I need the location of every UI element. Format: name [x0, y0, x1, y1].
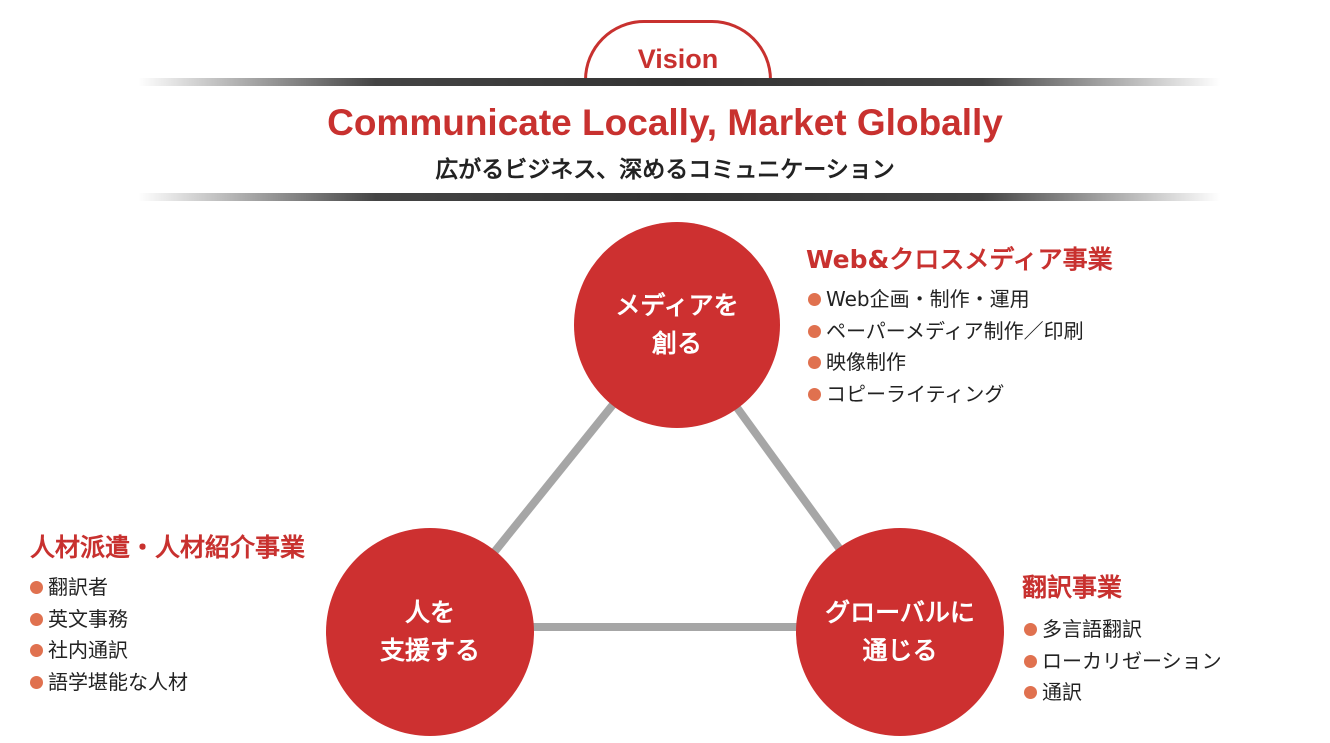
bottom-divider	[138, 193, 1220, 201]
tagline-english: Communicate Locally, Market Globally	[327, 102, 1003, 143]
bullet-dot-icon	[30, 612, 43, 626]
list-item: 語学堪能な人材	[30, 667, 188, 699]
circle-label-line2: 支援する	[379, 636, 480, 665]
bullet-dot-icon	[1024, 686, 1037, 700]
bullet-dot-icon	[1024, 623, 1037, 637]
list-item-text: コピーライティング	[826, 381, 1005, 406]
list-item-text: 多言語翻訳	[1042, 617, 1142, 641]
list-item: 英文事務	[30, 604, 188, 636]
list-item-text: 社内通訳	[48, 638, 128, 662]
bullet-dot-icon	[30, 675, 43, 689]
list-item: コピーライティング	[808, 379, 1084, 411]
circle-label-line1: グローバルに	[825, 598, 975, 627]
vision-label: Vision	[637, 44, 719, 74]
circle-label-line2: 創る	[651, 329, 702, 358]
list-item: 通訳	[1024, 677, 1222, 709]
bullet-dot-icon	[30, 644, 43, 658]
translation-business-list: 多言語翻訳 ローカリゼーション 通訳	[1024, 614, 1222, 709]
web-media-business-title: Web&クロスメディア事業	[806, 245, 1113, 274]
list-item-text: Web企画・制作・運用	[826, 287, 1030, 311]
list-item-text: 翻訳者	[48, 575, 108, 599]
circle-label-line2: 通じる	[862, 636, 938, 665]
list-item: 社内通訳	[30, 635, 188, 667]
circle-label-line1: メディアを	[615, 291, 739, 320]
list-item-text: 通訳	[1042, 680, 1082, 704]
list-item-text: 語学堪能な人材	[48, 669, 188, 694]
bullet-dot-icon	[808, 324, 821, 338]
list-item-text: 映像制作	[826, 350, 906, 374]
web-media-business-list: Web企画・制作・運用 ペーパーメディア制作／印刷 映像制作 コピーライティング	[808, 284, 1084, 410]
list-item: ローカリゼーション	[1024, 646, 1222, 678]
list-item: 多言語翻訳	[1024, 614, 1222, 646]
list-item-text: 英文事務	[48, 606, 128, 631]
list-item: 映像制作	[808, 347, 1084, 379]
list-item-text: ペーパーメディア制作／印刷	[826, 318, 1084, 343]
list-item-text: ローカリゼーション	[1042, 648, 1222, 673]
staffing-business-list: 翻訳者 英文事務 社内通訳 語学堪能な人材	[30, 572, 188, 698]
bullet-dot-icon	[808, 356, 821, 370]
circle-support-people: 人を 支援する	[326, 528, 534, 736]
bullet-dot-icon	[30, 581, 43, 595]
list-item: ペーパーメディア制作／印刷	[808, 316, 1084, 348]
bullet-dot-icon	[1024, 654, 1037, 668]
circle-label-line1: 人を	[404, 598, 455, 627]
bullet-dot-icon	[808, 387, 821, 401]
translation-business-title: 翻訳事業	[1022, 573, 1123, 602]
staffing-business-title: 人材派遣・人材紹介事業	[30, 533, 306, 562]
top-divider	[138, 78, 1220, 86]
list-item: Web企画・制作・運用	[808, 284, 1084, 316]
bullet-dot-icon	[808, 293, 821, 307]
circle-connect-globally: グローバルに 通じる	[796, 528, 1004, 736]
list-item: 翻訳者	[30, 572, 188, 604]
circle-create-media: メディアを 創る	[574, 222, 780, 428]
tagline-japanese: 広がるビジネス、深めるコミュニケーション	[435, 157, 895, 183]
